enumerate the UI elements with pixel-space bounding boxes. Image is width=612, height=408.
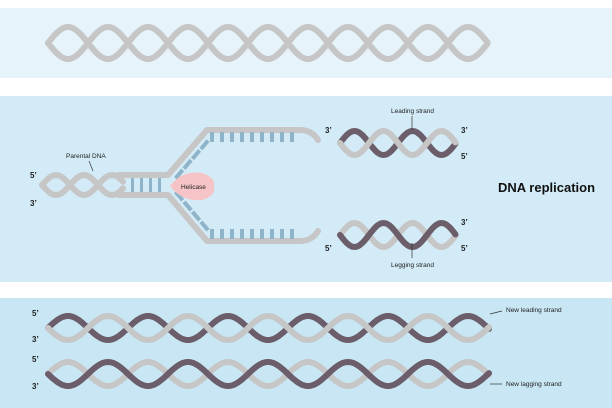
unpaired-base — [174, 190, 185, 202]
unpaired-base — [210, 229, 214, 239]
lagging-strand-helix — [337, 219, 459, 251]
unpaired-base — [250, 229, 254, 239]
base-pair-rung — [158, 176, 161, 194]
lower-unpaired-bases-straight — [210, 229, 294, 239]
strand-back — [45, 23, 491, 63]
strand-back — [39, 171, 126, 199]
end-label-3prime: 3’ — [325, 126, 332, 135]
strand-back — [45, 312, 492, 344]
unpaired-base — [280, 132, 284, 142]
unpaired-base — [199, 220, 210, 232]
daughter-helix-leading — [45, 312, 492, 344]
unpaired-base — [182, 200, 193, 212]
end-label-5prime: 5’ — [32, 355, 39, 364]
unpaired-base — [220, 132, 224, 142]
unpaired-base — [270, 229, 274, 239]
parental-dna-label: Parental DNA — [66, 153, 106, 160]
diagram-title: DNA replication — [498, 180, 595, 195]
parental-double-helix — [45, 23, 491, 63]
unpaired-base — [210, 132, 214, 142]
unpaired-base — [182, 158, 193, 170]
unpaired-base — [240, 229, 244, 239]
lower-unpaired-bases — [174, 190, 210, 232]
panel-parental-dna — [0, 8, 612, 78]
unpaired-base — [220, 229, 224, 239]
unpaired-base — [290, 132, 294, 142]
end-label-3prime: 3’ — [461, 126, 468, 135]
unpaired-base — [199, 139, 210, 151]
end-label-3prime: 3’ — [461, 218, 468, 227]
unpaired-base — [270, 132, 274, 142]
unpaired-base — [260, 229, 264, 239]
helicase-label: Helicase — [181, 184, 206, 191]
end-label-5prime: 5’ — [32, 309, 39, 318]
new-leading-strand-leader — [489, 310, 503, 315]
unpaired-base — [250, 132, 254, 142]
end-label-3prime: 3’ — [32, 382, 39, 391]
lower-template-strand — [115, 192, 321, 244]
unpaired-base — [280, 229, 284, 239]
strand-front — [45, 312, 492, 344]
leading-strand-helix — [337, 127, 459, 159]
upper-unpaired-bases — [174, 139, 210, 180]
unpaired-base — [260, 132, 264, 142]
legging-strand-label: Legging strand — [391, 262, 434, 269]
strand-back — [45, 358, 492, 390]
base-pair-rung — [131, 176, 134, 194]
strand-front — [337, 127, 459, 159]
parental-dna-leader — [88, 160, 94, 172]
helicase-enzyme — [170, 172, 215, 201]
end-label-5prime: 5’ — [30, 171, 37, 180]
replication-fork — [39, 116, 459, 258]
unpaired-base — [230, 229, 234, 239]
end-label-5prime: 5’ — [461, 152, 468, 161]
unpaired-base — [190, 149, 202, 161]
strand-front — [39, 171, 126, 199]
unpaired-base — [290, 229, 294, 239]
unpaired-base — [174, 168, 185, 180]
end-label-3prime: 3’ — [30, 199, 37, 208]
base-pair-rungs — [131, 176, 161, 194]
strand-front — [337, 219, 459, 251]
upper-unpaired-bases-straight — [210, 132, 294, 142]
new-lagging-strand-label: New lagging strand — [506, 381, 562, 388]
daughter-helix-lagging — [45, 358, 492, 390]
new-leading-strand-label: New leading strand — [506, 307, 562, 314]
parental-helix-unwound-section — [39, 171, 126, 199]
end-label-5prime: 5’ — [325, 244, 332, 253]
strand-front — [45, 23, 491, 63]
end-label-3prime: 3’ — [32, 335, 39, 344]
upper-template-strand — [115, 127, 321, 178]
base-pair-rung — [140, 176, 143, 194]
end-label-5prime: 5’ — [461, 244, 468, 253]
base-pair-rung — [149, 176, 152, 194]
unpaired-base — [230, 132, 234, 142]
unpaired-base — [240, 132, 244, 142]
leading-strand-label: Leading strand — [391, 108, 434, 115]
strand-front — [45, 358, 492, 390]
unpaired-base — [190, 210, 202, 222]
